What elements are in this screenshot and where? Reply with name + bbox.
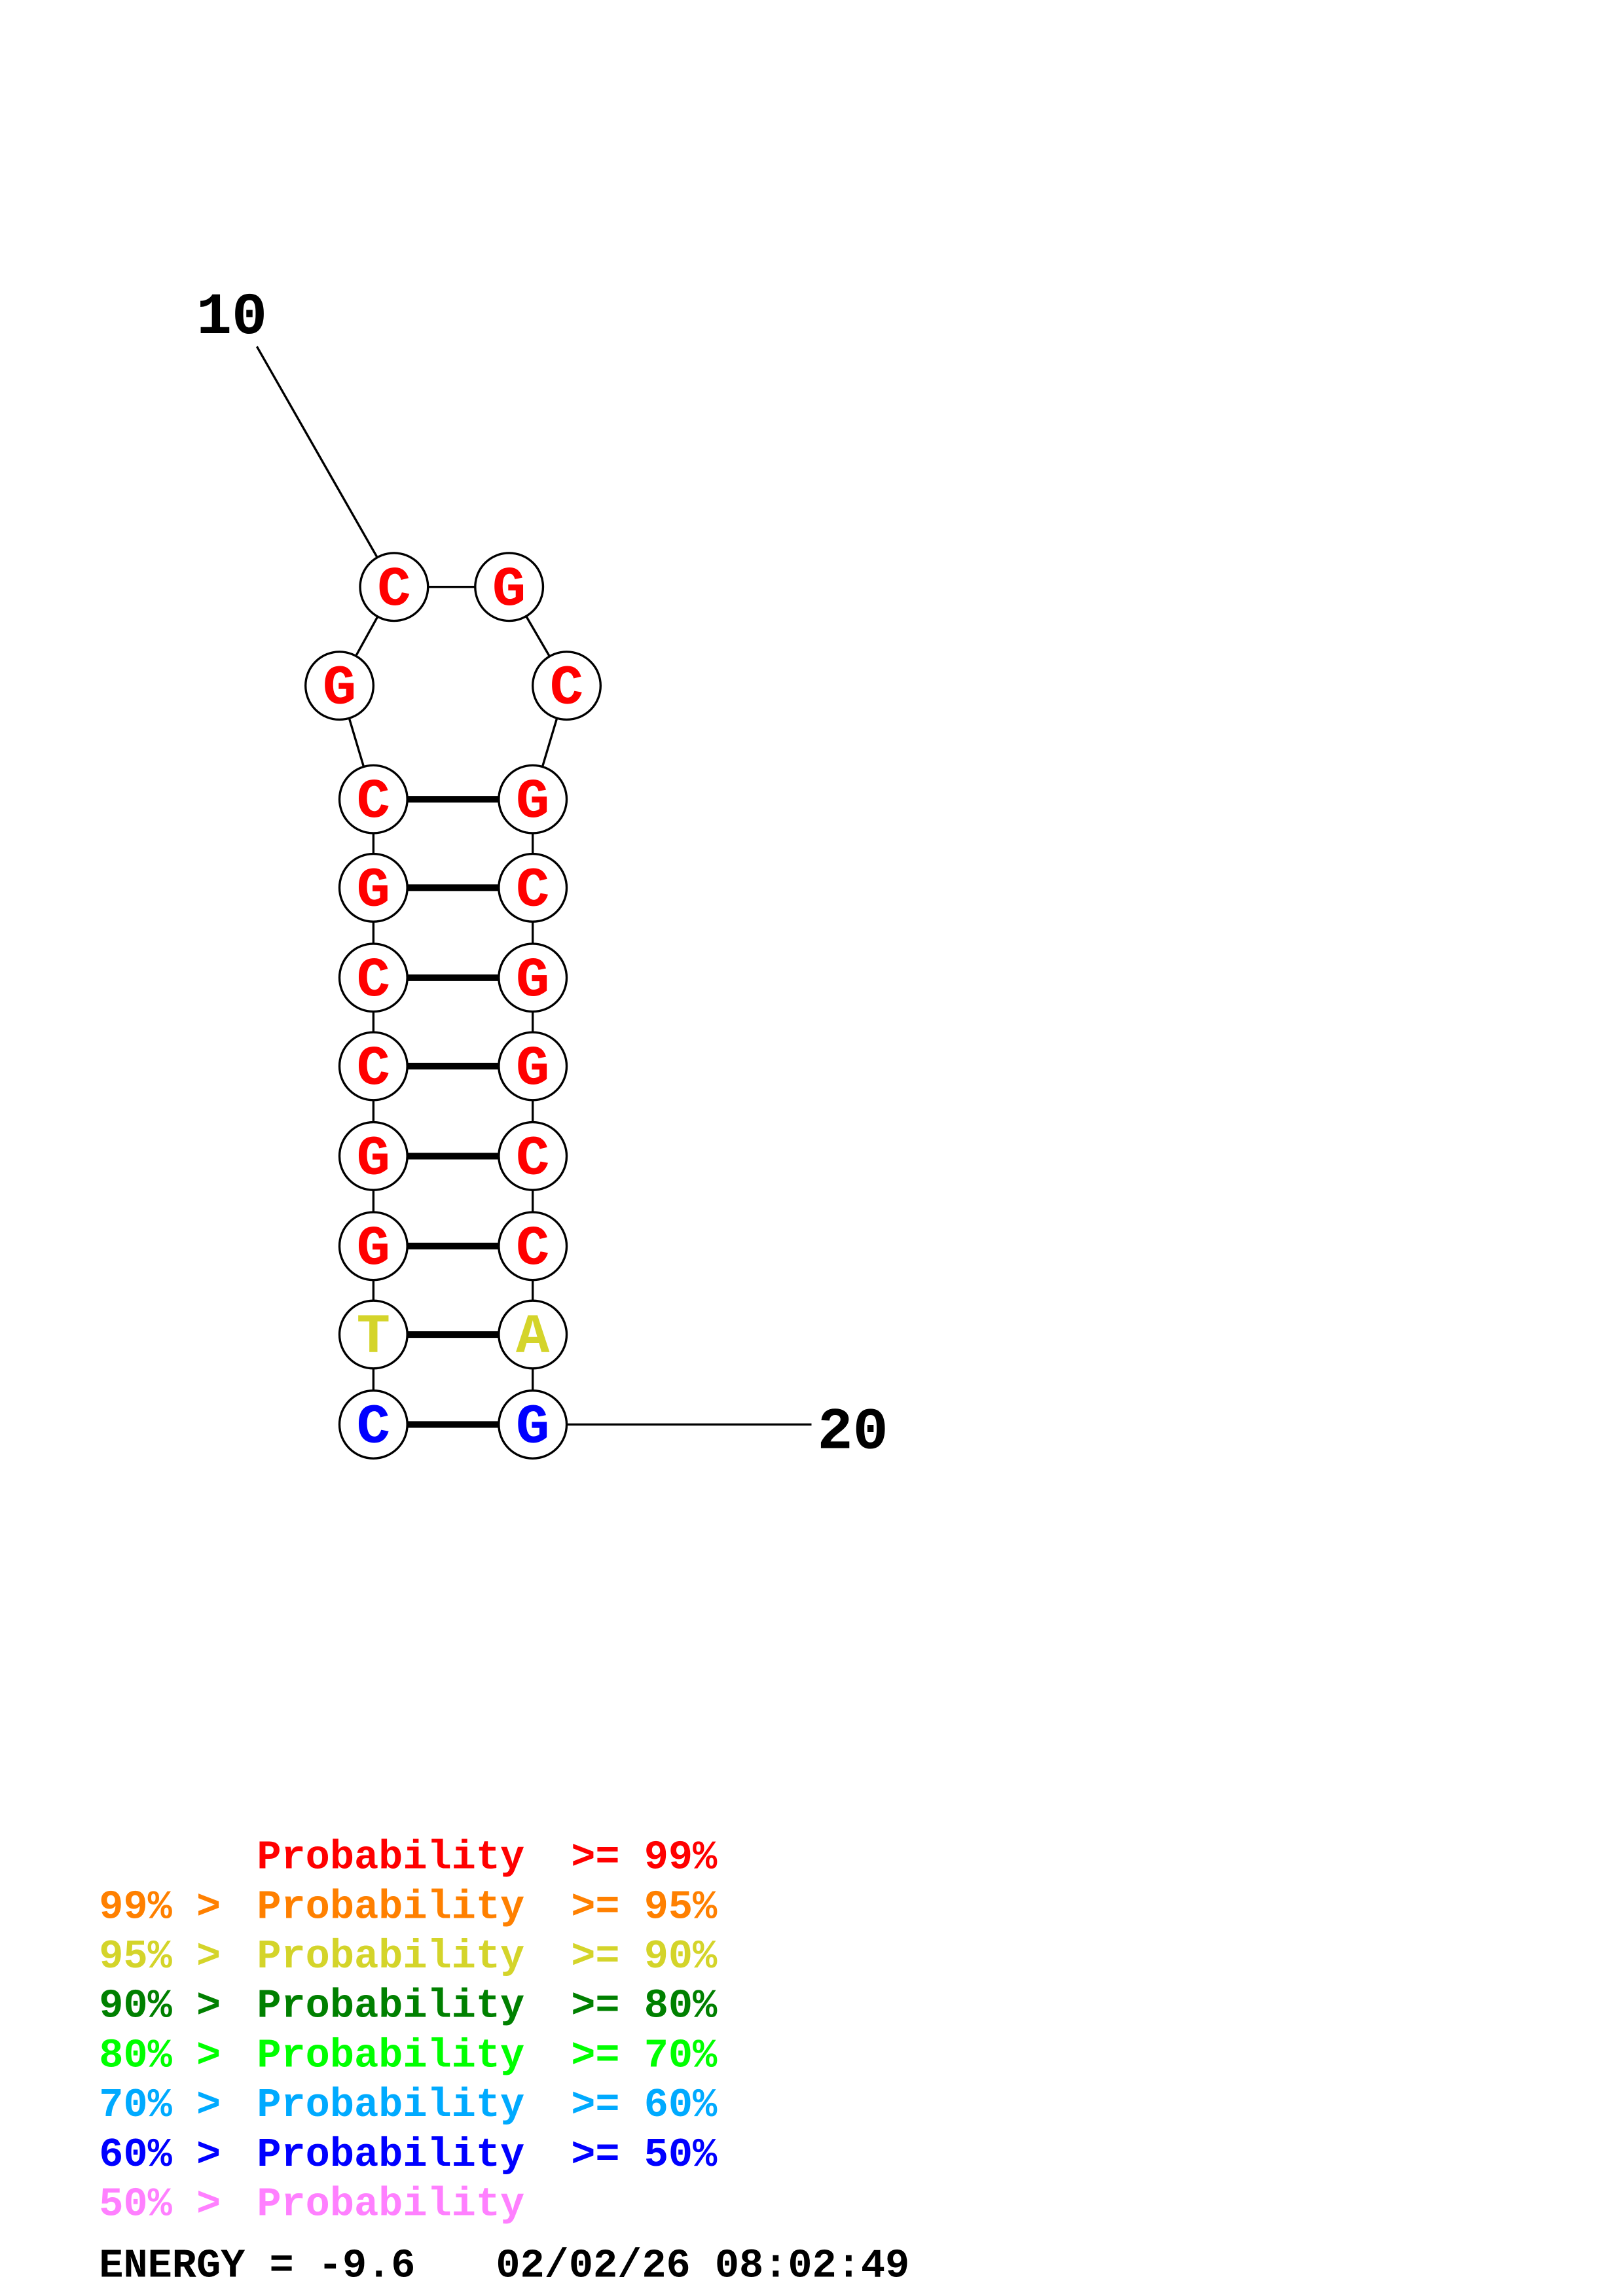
legend-row: 95% > Probability >= 90% xyxy=(99,1933,718,1980)
nucleotide-circle xyxy=(474,552,545,622)
legend-prefix: 80% > xyxy=(99,2032,221,2079)
legend-prefix: 60% > xyxy=(99,2132,221,2178)
position-labels: 10 20 xyxy=(196,285,888,1466)
nucleotide-letter: G xyxy=(516,770,549,834)
legend-row: 80% > Probability >= 70% xyxy=(99,2032,718,2079)
legend-middle: Probability xyxy=(257,2132,524,2178)
nucleotide: C xyxy=(338,942,409,1013)
legend-middle: Probability xyxy=(257,1933,524,1980)
nucleotide-circle xyxy=(338,1121,409,1191)
legend-suffix: >= 70% xyxy=(571,2032,718,2079)
legend-prefix: 90% > xyxy=(99,1983,221,2030)
nucleotide-circle xyxy=(338,1031,409,1102)
nucleotide-circle xyxy=(498,1121,568,1191)
legend-prefix: 99% > xyxy=(99,1884,221,1930)
legend-row: 70% > Probability >= 60% xyxy=(99,2082,718,2128)
nucleotide-circle xyxy=(338,1299,409,1370)
legend-middle: Probability xyxy=(257,1835,524,1881)
legend-middle: Probability xyxy=(257,2181,524,2228)
nucleotide-letter: C xyxy=(516,1127,549,1191)
nucleotide-circle xyxy=(359,552,429,622)
nucleotide-letter: C xyxy=(357,949,390,1013)
nucleotide-letter: G xyxy=(323,657,356,721)
nucleotide: C xyxy=(338,1031,409,1102)
nucleotide: C xyxy=(531,651,602,721)
nucleotide-letter: C xyxy=(550,657,583,721)
nucleotide: G xyxy=(304,651,375,721)
nucleotide-circle xyxy=(498,852,568,923)
legend-suffix: >= 50% xyxy=(571,2132,718,2178)
nucleotide-letter: C xyxy=(357,1037,390,1101)
nucleotide-circle xyxy=(304,651,375,721)
nucleotide: C xyxy=(338,1389,409,1460)
nucleotide-circle xyxy=(338,1211,409,1282)
legend-middle: Probability xyxy=(257,2032,524,2079)
legend-suffix: >= 99% xyxy=(571,1835,718,1881)
nucleotide-circle xyxy=(498,1211,568,1282)
legend-row: 60% > Probability >= 50% xyxy=(99,2132,718,2178)
nucleotide-letter: G xyxy=(357,1127,390,1191)
nucleotide: C xyxy=(498,852,568,923)
nucleotide-letter: T xyxy=(357,1306,390,1369)
position-label: 10 xyxy=(196,285,267,351)
nucleotide-letter: G xyxy=(357,859,390,922)
legend-row: 50% > Probability xyxy=(99,2181,524,2228)
nucleotide-letter: C xyxy=(516,1217,549,1281)
nucleotide-letter: G xyxy=(516,949,549,1013)
nucleotide-circle xyxy=(338,764,409,834)
nucleotide: G xyxy=(338,1211,409,1282)
nucleotide: G xyxy=(498,1031,568,1102)
nucleotide-letter: G xyxy=(516,1037,549,1101)
legend-row: 99% > Probability >= 95% xyxy=(99,1884,718,1930)
nucleotide-circle xyxy=(338,1389,409,1460)
nucleotide-letter: C xyxy=(377,558,410,622)
nucleotide-letter: G xyxy=(492,558,526,622)
nucleotide: T xyxy=(338,1299,409,1370)
nucleotide: G xyxy=(498,942,568,1013)
nucleotide-circle xyxy=(498,942,568,1013)
nucleotide-circle xyxy=(338,942,409,1013)
nucleotide: G xyxy=(338,852,409,923)
nucleotide: G xyxy=(498,764,568,834)
nucleotide-letter: C xyxy=(516,859,549,922)
legend-row: Probability >= 99% xyxy=(257,1835,718,1881)
legend-middle: Probability xyxy=(257,2082,524,2128)
legend-prefix: 70% > xyxy=(99,2082,221,2128)
legend-prefix: 95% > xyxy=(99,1933,221,1980)
legend-suffix: >= 80% xyxy=(571,1983,718,2030)
legend-middle: Probability xyxy=(257,1884,524,1930)
probability-legend: Probability>= 99%99% >Probability>= 95%9… xyxy=(99,1835,718,2228)
position-label-line xyxy=(255,346,395,588)
timestamp: 02/02/26 08:02:49 xyxy=(496,2243,909,2289)
legend-suffix: >= 60% xyxy=(571,2082,718,2128)
nucleotide: G xyxy=(338,1121,409,1191)
nucleotide-circle xyxy=(338,852,409,923)
nucleotide-circle xyxy=(498,764,568,834)
legend-suffix: >= 90% xyxy=(571,1933,718,1980)
energy-label: ENERGY = -9.6 xyxy=(99,2243,415,2289)
nucleotide: G xyxy=(474,552,545,622)
legend-middle: Probability xyxy=(257,1983,524,2030)
nucleotide: A xyxy=(498,1299,568,1370)
legend-prefix: 50% > xyxy=(99,2181,221,2228)
legend-suffix: >= 95% xyxy=(571,1884,718,1930)
nucleotide-letter: C xyxy=(357,1395,390,1459)
nucleotide-circle xyxy=(498,1299,568,1370)
nucleotide: C xyxy=(359,552,429,622)
nucleotide: C xyxy=(498,1121,568,1191)
nucleotide: C xyxy=(498,1211,568,1282)
nucleotide-circle xyxy=(498,1031,568,1102)
nucleotide: C xyxy=(338,764,409,834)
nucleotide-letter: G xyxy=(516,1395,549,1459)
nucleotide-letter: A xyxy=(516,1306,550,1369)
position-label: 20 xyxy=(818,1399,888,1466)
nucleotide-circle xyxy=(498,1389,568,1460)
legend-row: 90% > Probability >= 80% xyxy=(99,1983,718,2030)
nucleotide-circle xyxy=(531,651,602,721)
nucleotide-letter: C xyxy=(357,770,390,834)
nucleotide-letter: G xyxy=(357,1217,390,1281)
nucleotide: G xyxy=(498,1389,568,1460)
